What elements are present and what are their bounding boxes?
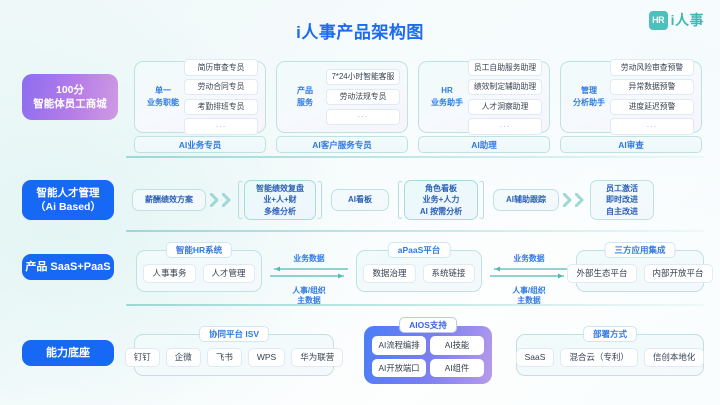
aios-chip[interactable]: AI流程编排 — [372, 336, 426, 355]
row-product: 产品 SaaS+PaaS 智能HR系统 人事事务 人才管理 业务数据 人事/组织… — [0, 238, 720, 306]
group-title: 三方应用集成 — [604, 242, 676, 258]
isv-chip[interactable]: 飞书 — [206, 347, 242, 368]
brace-right — [479, 181, 484, 219]
agent-item[interactable]: 劳动法规专员 — [326, 88, 400, 106]
page-header: i人事产品架构图 HR i人事 — [0, 0, 720, 52]
agent-item-list: 劳动风险审查预警 异常数据预警 进度延迟预警 ··· — [610, 59, 694, 135]
product-chip[interactable]: 人才管理 — [202, 263, 255, 284]
agent-footer-business[interactable]: AI业务专员 — [134, 136, 266, 153]
row-divider — [126, 304, 704, 306]
product-chip[interactable]: 人事事务 — [143, 263, 196, 284]
agent-item[interactable]: 绩效制定辅助助理 — [468, 79, 542, 96]
agent-item-more[interactable]: ··· — [184, 118, 258, 135]
row-divider — [126, 230, 704, 232]
bidirectional-arrow-icon — [486, 264, 572, 286]
transfer-label-bottom: 人事/组织主数据 — [512, 286, 546, 306]
deploy-chip[interactable]: 信创本地化 — [643, 347, 705, 368]
isv-chip[interactable]: 钉钉 — [124, 347, 160, 368]
agent-footer-service[interactable]: AI客户服务专员 — [276, 136, 408, 153]
agent-item-list: 简历审查专员 劳动合同专员 考勤排班专员 ··· — [184, 59, 258, 135]
product-chip[interactable]: 内部开放平台 — [643, 263, 713, 284]
brand-logo: HR i人事 — [648, 10, 704, 30]
product-group-third-party[interactable]: 三方应用集成 外部生态平台 内部开放平台 — [567, 242, 713, 292]
agent-footer-analysis[interactable]: AI审查 — [560, 136, 702, 153]
page-title: i人事产品架构图 — [296, 23, 424, 42]
foundation-group-isv[interactable]: 协同平台 ISV 钉钉 企微 飞书 WPS 华为联营 — [124, 326, 344, 376]
logo-text: i人事 — [670, 12, 704, 28]
isv-chip[interactable]: 企微 — [165, 347, 201, 368]
agent-footer-hr[interactable]: AI助理 — [418, 136, 550, 153]
brace-right — [317, 181, 322, 219]
transfer-label-top: 业务数据 — [513, 254, 545, 263]
agent-category-label: 产品服务 — [297, 86, 313, 107]
chevron-right-icon — [563, 193, 586, 207]
agent-item-more[interactable]: ··· — [610, 118, 694, 135]
deploy-chip[interactable]: 混合云（专利） — [560, 347, 638, 368]
agent-panel-analysis[interactable]: 管理分析助手 劳动风险审查预警 异常数据预警 进度延迟预警 ··· — [560, 59, 702, 135]
row-label-talent-management: 智能人才管理（Ai Based） — [22, 180, 114, 220]
agent-item[interactable]: 劳动合同专员 — [184, 79, 258, 96]
row-divider — [126, 156, 704, 158]
row-label-foundation: 能力底座 — [22, 340, 114, 366]
transfer-label-bottom: 人事/组织主数据 — [292, 286, 326, 306]
product-chip[interactable]: 系统链接 — [422, 263, 475, 284]
agent-item[interactable]: 劳动风险审查预警 — [610, 59, 694, 76]
product-chip[interactable]: 外部生态平台 — [567, 263, 637, 284]
row-agent-mall: 100分智能体员工商城 单一业务职能 简历审查专员 劳动合同专员 考勤排班专员 … — [0, 52, 720, 162]
group-title: 协同平台 ISV — [198, 326, 270, 342]
row-talent-management: 智能人才管理（Ai Based） 薪酬绩效方案 智能绩效复盘业+人+财多维分析 … — [0, 172, 720, 232]
flow-step-employee-activation[interactable]: 员工激活即时改进自主改进 — [590, 180, 654, 220]
foundation-group-deploy[interactable]: 部署方式 SaaS 混合云（专利） 信创本地化 — [515, 326, 705, 376]
agent-panel-business[interactable]: 单一业务职能 简历审查专员 劳动合同专员 考勤排班专员 ··· — [134, 59, 266, 135]
agent-category-label: 单一业务职能 — [147, 86, 179, 107]
aios-chip[interactable]: AI开放端口 — [372, 358, 426, 377]
agent-item[interactable]: 7*24小时智能客服 — [326, 69, 400, 86]
group-title: 智能HR系统 — [165, 242, 233, 258]
group-title: AIOS支持 — [399, 317, 457, 333]
aios-chip[interactable]: AI技能 — [430, 336, 484, 355]
row-label-product: 产品 SaaS+PaaS — [22, 254, 114, 280]
agent-item-more[interactable]: ··· — [326, 108, 400, 125]
chevron-right-icon — [210, 193, 233, 207]
agent-item[interactable]: 进度延迟预警 — [610, 98, 694, 115]
agent-item-list: 7*24小时智能客服 劳动法规专员 ··· — [326, 69, 400, 125]
product-chip[interactable]: 数据治理 — [363, 263, 416, 284]
product-group-hr-system[interactable]: 智能HR系统 人事事务 人才管理 — [136, 242, 262, 292]
flow-step-compensation[interactable]: 薪酬绩效方案 — [132, 189, 206, 211]
data-transfer-right: 业务数据 人事/组织主数据 — [486, 254, 572, 306]
agent-item[interactable]: 异常数据预警 — [610, 79, 694, 96]
product-group-apaas[interactable]: aPaaS平台 数据治理 系统链接 — [356, 242, 482, 292]
isv-chip[interactable]: 华为联营 — [291, 347, 344, 368]
group-title: aPaaS平台 — [387, 242, 451, 258]
bidirectional-arrow-icon — [266, 264, 352, 286]
data-transfer-left: 业务数据 人事/组织主数据 — [266, 254, 352, 306]
agent-item-more[interactable]: ··· — [468, 118, 542, 135]
row-foundation: 能力底座 协同平台 ISV 钉钉 企微 飞书 WPS 华为联营 AIOS支持 A… — [0, 312, 720, 398]
flow-step-performance-review[interactable]: 智能绩效复盘业+人+财多维分析 — [244, 180, 316, 220]
transfer-label-top: 业务数据 — [293, 254, 325, 263]
group-title: 部署方式 — [582, 326, 638, 342]
isv-chip[interactable]: WPS — [247, 347, 286, 368]
logo-mark-icon: HR — [648, 10, 668, 30]
agent-category-label: 管理分析助手 — [573, 86, 605, 107]
agent-item[interactable]: 员工自助服务助理 — [468, 59, 542, 76]
brace-left — [238, 181, 243, 219]
brace-left — [398, 181, 403, 219]
row-label-agent-mall: 100分智能体员工商城 — [22, 74, 118, 120]
deploy-chip[interactable]: SaaS — [515, 347, 555, 368]
aios-chip[interactable]: AI组件 — [430, 358, 484, 377]
agent-item[interactable]: 人才洞察助理 — [468, 98, 542, 115]
agent-item[interactable]: 考勤排班专员 — [184, 98, 258, 115]
flow-step-ai-tracking[interactable]: AI辅助跟踪 — [493, 189, 559, 211]
flow-step-ai-dashboard[interactable]: AI看板 — [331, 189, 389, 211]
agent-panel-service[interactable]: 产品服务 7*24小时智能客服 劳动法规专员 ··· — [276, 61, 408, 133]
agent-item-list: 员工自助服务助理 绩效制定辅助助理 人才洞察助理 ··· — [468, 59, 542, 135]
foundation-group-aios[interactable]: AIOS支持 AI流程编排 AI技能 AI开放端口 AI组件 — [364, 317, 492, 384]
agent-item[interactable]: 简历审查专员 — [184, 59, 258, 76]
